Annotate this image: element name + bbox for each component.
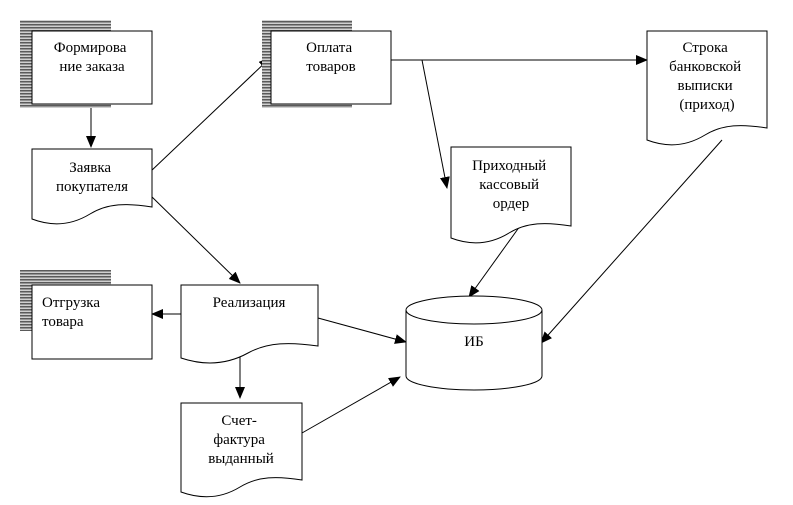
node-label-line: выписки — [678, 78, 733, 94]
node-label-line: товаров — [306, 59, 355, 75]
node-label-line: покупателя — [56, 179, 128, 195]
node-cash-receipt: Приходный кассовый ордер — [450, 146, 572, 244]
arrow-request-to-sales — [149, 194, 241, 284]
node-label: Формирова ние заказа — [54, 40, 130, 75]
process-box — [31, 30, 153, 105]
node-label-line: Строка — [682, 40, 728, 56]
document-shape — [180, 402, 303, 498]
node-label: Отгрузка товара — [42, 295, 104, 330]
process-box — [270, 30, 392, 105]
node-label: Строка банковской выписки (приход) — [669, 40, 745, 113]
database-cylinder — [405, 310, 543, 391]
process-box — [31, 284, 153, 360]
arrow-cash-receipt-to-db — [468, 225, 521, 298]
node-label-line: кассовый — [479, 177, 539, 193]
node-payment: Оплата товаров — [262, 20, 392, 108]
node-database: ИБ — [405, 295, 543, 391]
node-label-line: Заявка — [69, 160, 111, 176]
node-label-line: банковской — [669, 59, 741, 75]
node-label-line: ние заказа — [59, 59, 125, 75]
document-shape — [180, 284, 319, 364]
node-order-forming: Формирова ние заказа — [20, 20, 153, 108]
connectors — [86, 55, 723, 434]
node-sales: Реализация — [180, 284, 319, 364]
node-customer-request: Заявка покупателя — [31, 148, 153, 225]
node-label-line: Счет- — [221, 413, 257, 429]
node-label: Счет- фактура выданный — [208, 413, 274, 467]
node-label-line: Оплата — [306, 40, 352, 56]
node-shipment: Отгрузка товара — [20, 270, 153, 360]
document-shape — [450, 146, 572, 244]
node-invoice: Счет- фактура выданный — [180, 402, 303, 498]
node-label-line: Отгрузка — [42, 295, 100, 311]
node-label-line: товара — [42, 314, 84, 330]
node-label-line: Формирова — [54, 40, 127, 56]
arrow-payment-to-cash-receipt — [421, 59, 450, 189]
node-label-line: Реализация — [213, 295, 286, 311]
arrow-sales-to-db — [317, 317, 407, 344]
node-label-line: (приход) — [679, 97, 734, 113]
arrow-bank-to-db — [540, 139, 723, 344]
node-label-line: выданный — [208, 451, 274, 467]
node-label-line: фактура — [213, 432, 265, 448]
node-bank-statement: Строка банковской выписки (приход) — [646, 30, 768, 146]
database-top — [405, 295, 543, 325]
node-label-line: ордер — [493, 196, 530, 212]
node-label-line: Приходный — [472, 158, 546, 174]
arrow-request-to-payment — [149, 57, 271, 173]
node-label: Приходный кассовый ордер — [472, 158, 550, 212]
arrow-invoice-to-db — [301, 376, 401, 434]
document-shape — [646, 30, 768, 146]
node-label: Оплата товаров — [306, 40, 356, 75]
node-label: ИБ — [464, 334, 483, 350]
node-label: Заявка покупателя — [56, 160, 128, 195]
node-label: Реализация — [213, 295, 286, 311]
node-label-line: ИБ — [464, 334, 483, 350]
document-shape — [31, 148, 153, 225]
